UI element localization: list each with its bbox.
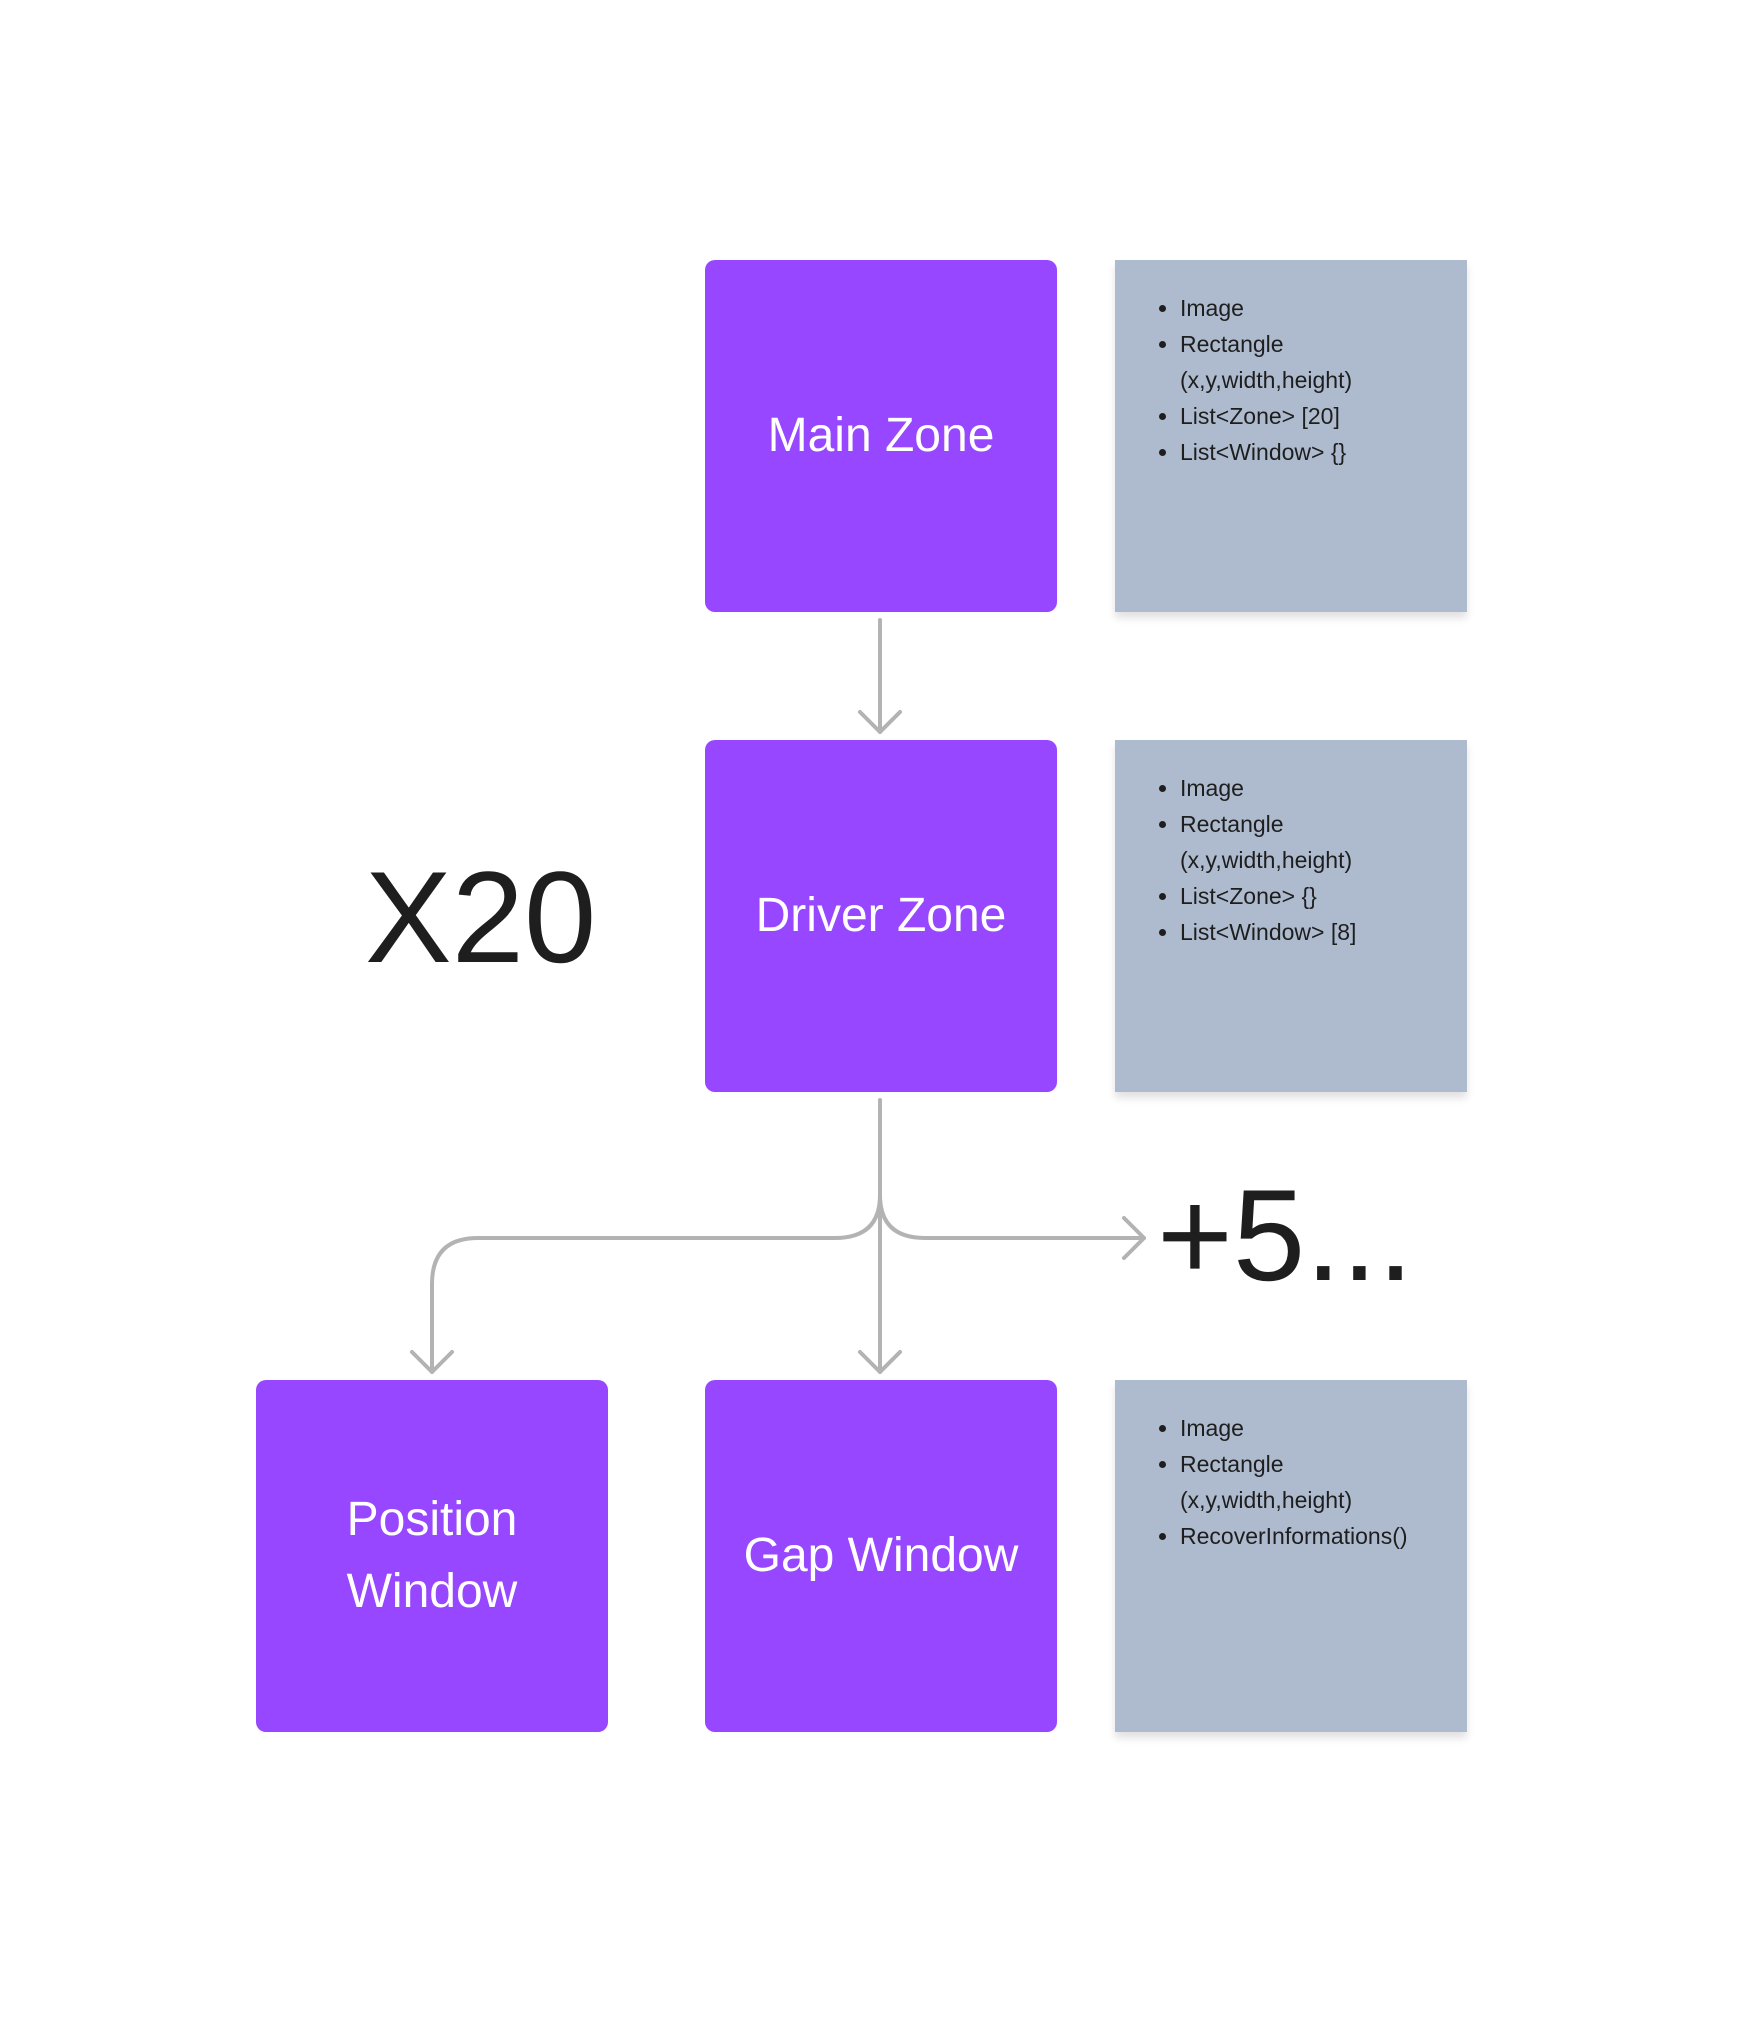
note-item: Image	[1180, 770, 1447, 806]
driver-zone-label: Driver Zone	[755, 889, 1007, 942]
multiplier-label: X20	[365, 844, 597, 990]
note-item: List<Window> {}	[1180, 434, 1447, 470]
note-item: Rectangle (x,y,width,height)	[1180, 806, 1447, 878]
arrow-driver-to-position	[430, 1193, 882, 1374]
driver-zone-note: Image Rectangle (x,y,width,height) List<…	[1115, 740, 1467, 1092]
driver-zone-box: Driver Zone	[705, 740, 1057, 1092]
arrowhead-driver-to-more	[1122, 1216, 1146, 1260]
note-item: Image	[1180, 290, 1447, 326]
main-zone-note: Image Rectangle (x,y,width,height) List<…	[1115, 260, 1467, 612]
arrow-driver-to-more	[878, 1193, 1146, 1240]
position-window-label: Position Window	[347, 1484, 518, 1628]
gap-window-note-list: Image Rectangle (x,y,width,height) Recov…	[1135, 1410, 1447, 1554]
note-item: List<Window> [8]	[1180, 914, 1447, 950]
note-item: Rectangle (x,y,width,height)	[1180, 1446, 1447, 1518]
note-item: RecoverInformations()	[1180, 1518, 1447, 1554]
main-zone-box: Main Zone	[705, 260, 1057, 612]
position-window-label-line: Window	[346, 1565, 518, 1618]
more-items-label: +5...	[1157, 1162, 1414, 1308]
note-item: List<Zone> {}	[1180, 878, 1447, 914]
driver-zone-note-list: Image Rectangle (x,y,width,height) List<…	[1135, 770, 1447, 950]
main-zone-label: Main Zone	[767, 409, 995, 462]
gap-window-label: Gap Window	[743, 1529, 1019, 1582]
arrowhead-driver-to-gap	[858, 1350, 902, 1374]
arrowhead-driver-to-position	[410, 1350, 454, 1374]
main-zone-note-list: Image Rectangle (x,y,width,height) List<…	[1135, 290, 1447, 470]
gap-window-note: Image Rectangle (x,y,width,height) Recov…	[1115, 1380, 1467, 1732]
gap-window-box: Gap Window	[705, 1380, 1057, 1732]
note-item: Image	[1180, 1410, 1447, 1446]
arrowhead-main-to-driver	[858, 710, 902, 734]
position-window-box: Position Window	[256, 1380, 608, 1732]
position-window-label-line: Position	[346, 1493, 518, 1546]
note-item: Rectangle (x,y,width,height)	[1180, 326, 1447, 398]
note-item: List<Zone> [20]	[1180, 398, 1447, 434]
